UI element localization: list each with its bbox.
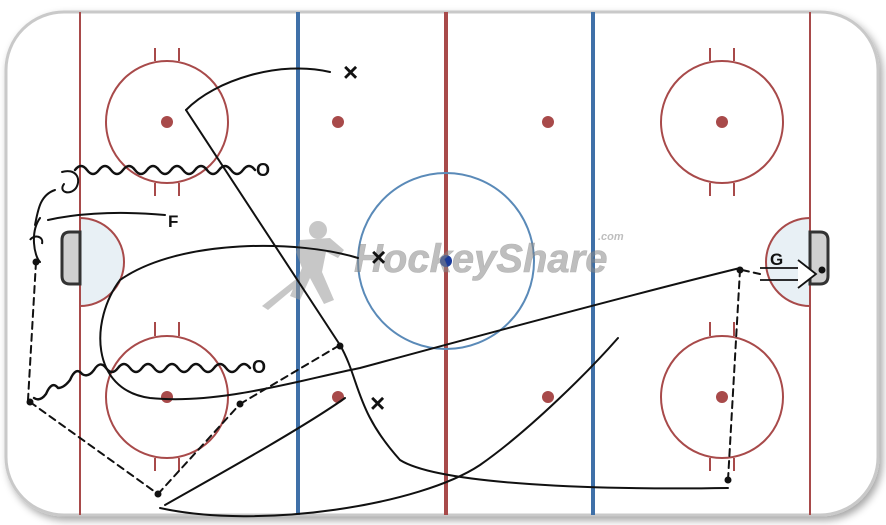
faceoff-circle-bottom-right: [660, 322, 784, 471]
skate-path-bottom-sweep: [159, 337, 619, 518]
pass-path-center: [239, 344, 341, 405]
player-o-bottom: O: [252, 357, 266, 377]
shot-arrow: [741, 269, 761, 275]
pivot-marks: [29, 235, 44, 245]
rink-markings: [60, 12, 830, 515]
watermark: HockeyShare .com: [262, 221, 624, 310]
faceoff-circle-top-right: [660, 48, 784, 196]
player-o-top: O: [256, 160, 270, 180]
player-f: F: [168, 212, 178, 231]
player-x-top: ×: [343, 57, 358, 87]
neutral-dot-top-right: [542, 116, 554, 128]
center-circle: [357, 172, 535, 350]
skate-path-big-loop: [99, 244, 741, 401]
skate-path-left-arc: [34, 189, 56, 226]
stickhandle-path-top: [73, 164, 257, 176]
pass-path-left-up: [157, 403, 241, 495]
skate-path-lower-left: [164, 397, 346, 506]
shot-arrow-head: [760, 259, 818, 289]
faceoff-circle-top-left: [105, 48, 229, 196]
pass-path-left-down: [29, 401, 159, 495]
watermark-brand: HockeyShare: [354, 237, 607, 281]
watermark-suffix: .com: [598, 231, 624, 243]
curl-symbol: [61, 170, 80, 194]
player-x-center: ×: [371, 242, 386, 272]
skate-path-x-top: [185, 67, 331, 111]
neutral-dot-bottom-right: [542, 391, 554, 403]
neutral-dot-top-left: [332, 116, 344, 128]
skate-path-diagonal: [185, 109, 729, 490]
skate-path-f: [47, 211, 166, 221]
player-x-bottom: ×: [370, 388, 385, 418]
puck-dots: [26, 258, 826, 498]
center-faceoff-dot: [440, 255, 452, 267]
pass-path-left-vertical: [27, 261, 37, 401]
net-left: [60, 230, 82, 286]
pass-path-right: [727, 269, 741, 481]
neutral-dot-bottom-left: [332, 391, 344, 403]
player-g: G: [770, 250, 783, 269]
crease-left: [79, 216, 125, 308]
stickhandle-path-bottom: [32, 362, 252, 401]
player-markers: × × × O O F G: [168, 57, 783, 418]
